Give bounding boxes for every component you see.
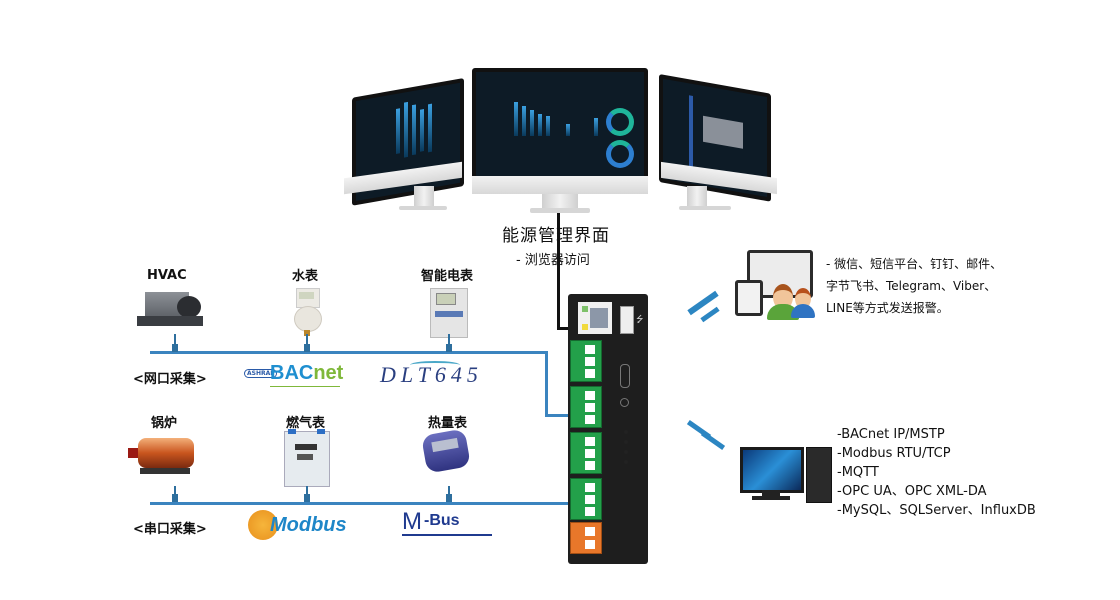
upstream-protocol: -OPC UA、OPC XML-DA — [837, 484, 987, 499]
mbus-logo: M -Bus — [402, 508, 494, 536]
desktop-pc-image — [740, 447, 836, 503]
hvac-tap-block — [172, 344, 178, 352]
network-group-label: <网口采集> — [133, 372, 207, 387]
water-meter-tap-block — [304, 344, 310, 352]
device-label-hvac: HVAC — [147, 268, 187, 283]
smart-electric-meter-image — [430, 288, 468, 338]
hvac-chiller-image — [137, 290, 203, 330]
upstream-protocol: -MQTT — [837, 465, 879, 480]
usb-a-port — [620, 306, 634, 334]
dashboard-screen-center — [472, 68, 648, 180]
status-led-3 — [624, 450, 628, 454]
mbus-m-glyph: M — [402, 508, 422, 535]
device-label-gas-meter: 燃气表 — [286, 416, 326, 431]
monitor-subtitle: - 浏览器访问 — [516, 253, 590, 268]
terminal-block-2 — [570, 386, 602, 428]
modbus-wordmark: Modbus — [270, 514, 347, 536]
water-meter-image — [294, 288, 322, 336]
bacnet-wordmark: BACnet — [270, 362, 344, 384]
upstream-protocol: -Modbus RTU/TCP — [837, 446, 951, 461]
terminal-block-4 — [570, 478, 602, 520]
boiler-tap-block — [172, 494, 178, 502]
wireless-signal-icon-upstream-2 — [700, 430, 726, 451]
mbus-wordmark: -Bus — [424, 512, 460, 529]
user-avatar-icon — [773, 284, 793, 310]
alert-channels-text: - 微信、短信平台、钉钉、邮件、 字节飞书、Telegram、Viber、 LI… — [826, 253, 1002, 319]
upstream-protocol: -BACnet IP/MSTP — [837, 427, 945, 442]
alert-line: LINE等方式发送报警。 — [826, 301, 949, 315]
usb-icon: ⭍ — [636, 315, 644, 325]
wireless-signal-icon-alerts-2 — [700, 306, 720, 323]
device-label-heat-meter: 热量表 — [428, 416, 468, 431]
heat-meter-image — [421, 428, 476, 474]
serial-group-label: <串口采集> — [133, 522, 207, 537]
usb-c-port — [620, 364, 630, 388]
device-label-boiler: 锅炉 — [151, 416, 178, 431]
power-terminal — [570, 522, 602, 554]
monitor-title: 能源管理界面 — [502, 226, 610, 246]
gas-meter-tap-block — [304, 494, 310, 502]
monitor-center — [472, 68, 648, 216]
iot-gateway: ⭍ — [568, 294, 648, 564]
alert-devices-image — [735, 250, 815, 322]
terminal-block-1 — [570, 340, 602, 382]
modbus-logo: Modbus — [248, 508, 378, 544]
water-meter-tap — [306, 334, 308, 351]
hvac-tap — [174, 334, 176, 351]
ashrae-badge: ASHRAE — [244, 369, 278, 378]
bacnet-logo: ASHRAE BACnet — [244, 362, 354, 388]
boiler-image — [128, 432, 196, 476]
serial-bus-line — [150, 502, 570, 505]
status-led-4 — [624, 460, 628, 464]
smart-meter-tap — [448, 334, 450, 351]
monitor-left — [344, 70, 464, 215]
network-bus-to-gateway — [545, 414, 569, 417]
network-bus-riser — [545, 351, 548, 417]
ethernet-cable — [557, 213, 560, 330]
terminal-block-3 — [570, 432, 602, 474]
ethernet-port — [578, 302, 612, 334]
status-led-2 — [624, 440, 628, 444]
status-led-1 — [624, 430, 628, 434]
device-label-water-meter: 水表 — [292, 269, 319, 284]
network-bus-line — [150, 351, 547, 354]
device-label-smart-meter: 智能电表 — [421, 269, 474, 284]
monitor-right — [655, 70, 777, 215]
dlt645-swoosh — [410, 361, 460, 369]
modbus-network-icon — [248, 510, 278, 540]
gas-meter-image — [284, 429, 330, 487]
alert-line: - 微信、短信平台、钉钉、邮件、 — [826, 257, 1003, 271]
upstream-protocol: -MySQL、SQLServer、InfluxDB — [837, 503, 1036, 518]
heat-meter-tap-block — [446, 494, 452, 502]
upstream-protocols-text: -BACnet IP/MSTP -Modbus RTU/TCP -MQTT -O… — [837, 425, 1036, 520]
reset-button[interactable] — [620, 398, 629, 407]
alert-line: 字节飞书、Telegram、Viber、 — [826, 279, 997, 293]
smart-meter-tap-block — [446, 344, 452, 352]
